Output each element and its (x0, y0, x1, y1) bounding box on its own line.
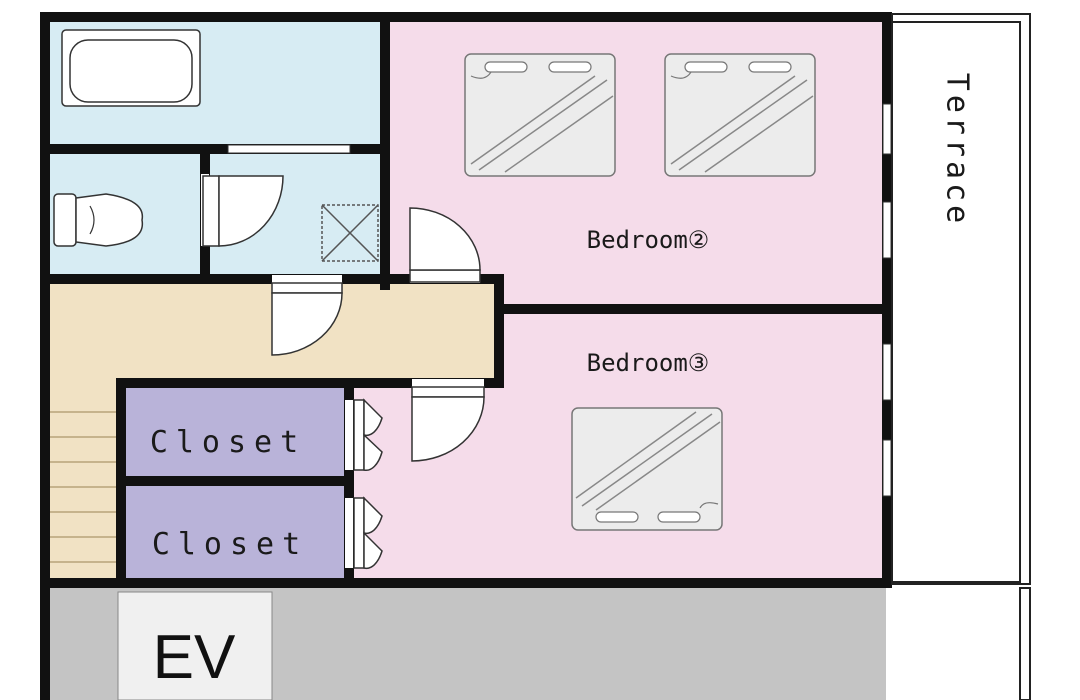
closet-upper-floor (122, 388, 346, 476)
bed-icon (664, 53, 816, 177)
bedroom-2-label: Bedroom② (587, 226, 710, 254)
bed-icon (571, 407, 723, 531)
toilet-icon (53, 193, 144, 247)
closet-lower-label: Closet (152, 527, 308, 562)
elevator-floor (117, 591, 273, 700)
bathtub-icon (61, 29, 201, 107)
terrace-label: Terrace (940, 73, 975, 227)
stairs-icon (50, 411, 116, 563)
hallway-floor (48, 282, 500, 582)
closet-upper-label: Closet (150, 425, 306, 460)
bed-icon (464, 53, 616, 177)
bedroom-3-label: Bedroom③ (587, 349, 710, 377)
terrace-floor (892, 20, 1026, 582)
closet-lower-floor (122, 484, 346, 580)
sink-icon (321, 204, 379, 262)
door-swing-icon (202, 175, 485, 570)
terrace-outline (891, 13, 1031, 585)
elevator-label: EV (153, 623, 236, 692)
